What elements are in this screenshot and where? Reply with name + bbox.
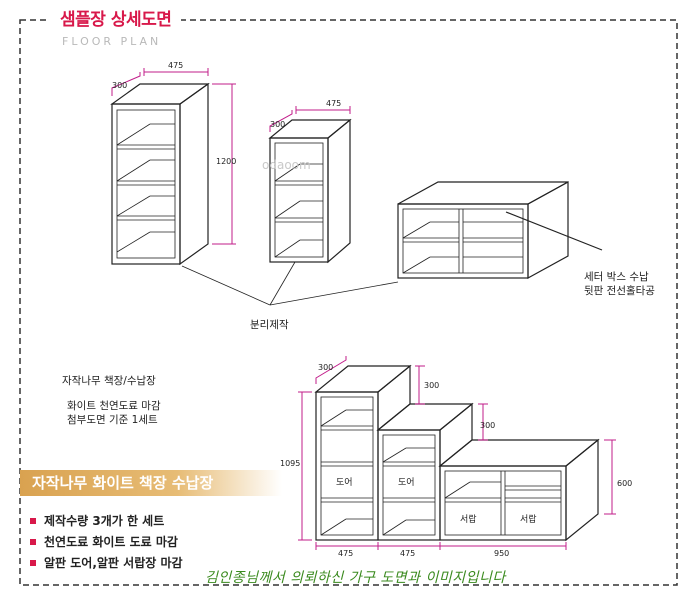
side-note-2: 뒷판 전선홀타공: [584, 285, 655, 297]
dim-set-right-height: 600: [617, 479, 632, 488]
low-cabinet: [397, 180, 603, 280]
assembled-set: [298, 356, 616, 550]
bullet-icon: [30, 559, 36, 566]
spec-item: 제작수량 3개가 한 세트: [30, 510, 183, 531]
desc-line-3: 첨부도면 기준 1세트: [67, 414, 158, 426]
dim-set-step1: 300: [424, 381, 439, 390]
dim-set-height: 1095: [280, 459, 300, 468]
dim-unit1-height: 1200: [216, 157, 236, 166]
separate-note: 분리제작: [250, 319, 289, 331]
bullet-icon: [30, 517, 36, 524]
label-drawer-1: 서랍: [460, 514, 477, 525]
dim-unit1-width: 475: [168, 61, 183, 70]
spec-item: 천연도료 화이트 도료 마감: [30, 531, 183, 552]
tall-bookcase: [110, 68, 236, 266]
spec-list: 제작수량 3개가 한 세트 천연도료 화이트 도료 마감 알판 도어,알판 서랍…: [30, 510, 183, 573]
page-title: 샘플장 상세도면: [50, 8, 182, 32]
dim-set-w3: 950: [494, 549, 509, 558]
dim-unit2-depth: 300: [270, 120, 285, 129]
desc-line-2: 화이트 천연도료 마감: [67, 400, 161, 412]
side-note-1: 세터 박스 수납: [584, 271, 649, 283]
label-door-2: 도어: [398, 477, 415, 488]
spec-item: 알판 도어,알판 서랍장 마감: [30, 552, 183, 573]
page-subtitle: FLOOR PLAN: [62, 35, 162, 48]
dim-set-w2: 475: [400, 549, 415, 558]
label-door-1: 도어: [336, 477, 353, 488]
bullet-icon: [30, 538, 36, 545]
label-drawer-2: 서랍: [520, 514, 537, 525]
product-banner: 자작나무 화이트 책장 수납장: [20, 470, 282, 496]
footer-note: 김인종님께서 의뢰하신 가구 도면과 이미지입니다: [205, 570, 506, 586]
medium-bookcase: [268, 106, 352, 264]
dim-set-w1: 475: [338, 549, 353, 558]
dim-set-depth: 300: [318, 363, 333, 372]
separation-lines: [181, 261, 399, 306]
dim-unit1-depth: 300: [112, 81, 127, 90]
dim-unit2-width: 475: [326, 99, 341, 108]
watermark-logo: odaoom: [262, 158, 311, 172]
desc-line-1: 자작나무 책장/수납장: [62, 375, 156, 387]
dim-set-step2: 300: [480, 421, 495, 430]
